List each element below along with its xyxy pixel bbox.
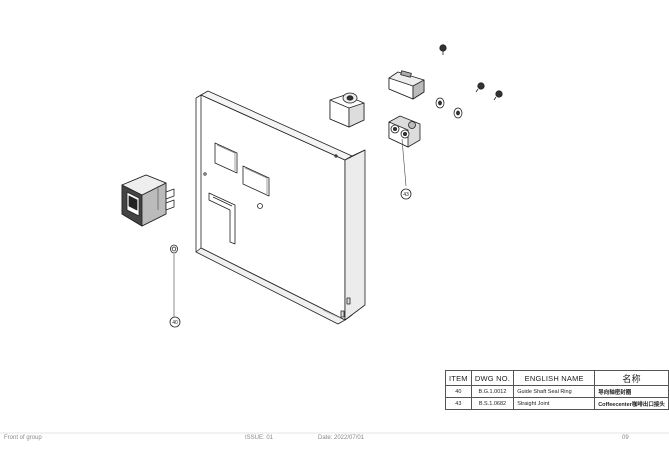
bom-english-name: Straight Joint <box>513 397 596 410</box>
bom-row: 43 B.S.1.0682 Straight Joint Coffeecente… <box>445 397 669 410</box>
bom-dwg-no: B.G.1.0012 <box>470 385 515 398</box>
rocker-switch <box>121 174 175 227</box>
footer-page-number: 09 <box>622 435 629 441</box>
washer <box>453 107 463 119</box>
washer <box>435 97 445 109</box>
seal-ring-part <box>170 244 178 318</box>
bom-english-name: Guide Shaft Seal Ring <box>513 385 596 398</box>
bom-item: 43 <box>445 397 472 410</box>
bom-dwg-no: B.S.1.0682 <box>470 397 515 410</box>
footer-issue: ISSUE: 01 <box>245 435 274 441</box>
bom-row: 40 B.G.1.0012 Guide Shaft Seal Ring 导向轴密… <box>445 385 669 398</box>
callout-43-label: 43 <box>403 192 409 198</box>
bom-item: 40 <box>445 385 472 398</box>
bom-header-item: ITEM <box>445 370 472 386</box>
screw <box>439 44 447 55</box>
bom-chinese-name: 导向轴密封圈 <box>594 385 669 398</box>
bom-chinese-name: Coffeecenter咖啡出口接头 <box>594 397 669 410</box>
footer-date: Date: 2022/07/01 <box>318 435 365 441</box>
bom-header-row: ITEM DWG NO. ENGLISH NAME 名称 <box>445 370 669 386</box>
bracket <box>388 70 425 100</box>
screw <box>493 90 503 101</box>
connector-cap <box>329 92 365 128</box>
bom-table: ITEM DWG NO. ENGLISH NAME 名称 40 B.G.1.00… <box>445 370 669 410</box>
front-panel <box>195 90 366 325</box>
straight-joint-part <box>388 115 421 187</box>
bom-header-english-name: ENGLISH NAME <box>513 370 596 386</box>
callout-40: 40 <box>169 316 181 328</box>
callout-40-label: 40 <box>172 320 178 326</box>
screw <box>475 82 485 93</box>
bom-header-chinese-name: 名称 <box>594 370 669 386</box>
callout-43: 43 <box>400 188 412 200</box>
footer-group-label: Front of group <box>4 435 42 441</box>
bom-header-dwg-no: DWG NO. <box>470 370 515 386</box>
